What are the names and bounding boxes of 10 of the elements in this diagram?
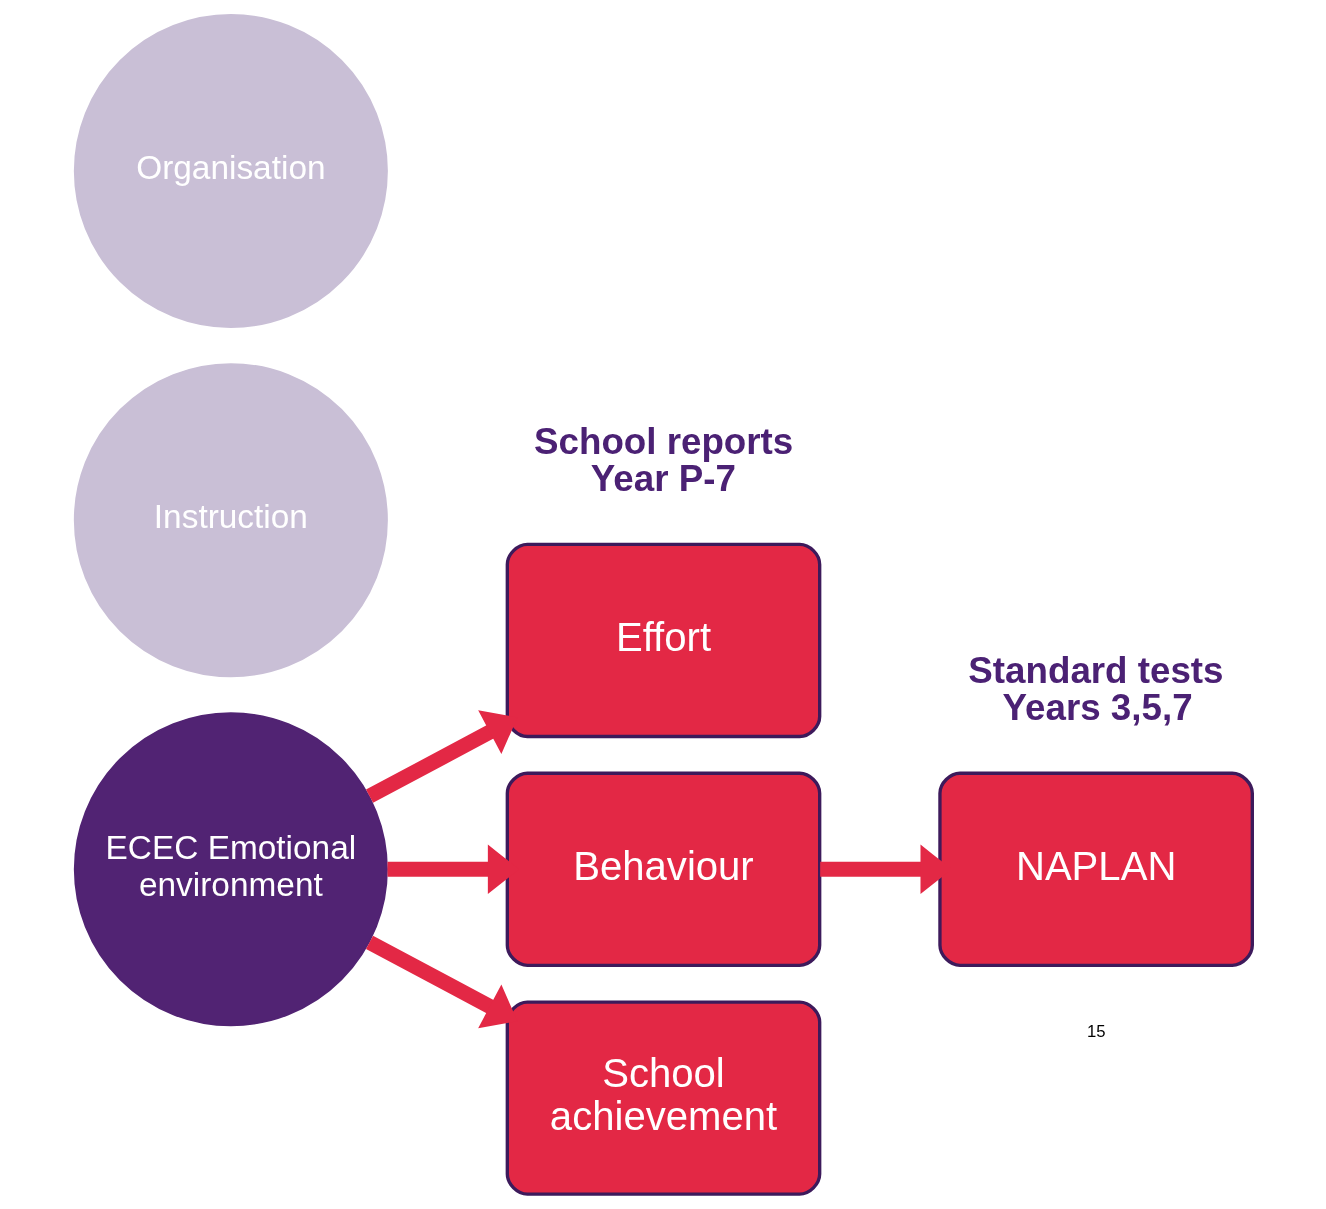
node-box: Behaviour — [505, 771, 821, 967]
node-circle: ECEC Emotional environment — [73, 712, 388, 1027]
label: Standard tests Years 3,5,7 — [967, 650, 1224, 728]
node-circle: Instruction — [73, 363, 388, 678]
node-box: Effort — [505, 542, 821, 739]
label: 15 — [1086, 1022, 1106, 1042]
node-box: NAPLAN — [937, 771, 1254, 967]
node-box: School achievement — [505, 1000, 821, 1196]
node-circle: Organisation — [73, 14, 388, 329]
label: School reports Year P-7 — [533, 421, 793, 500]
